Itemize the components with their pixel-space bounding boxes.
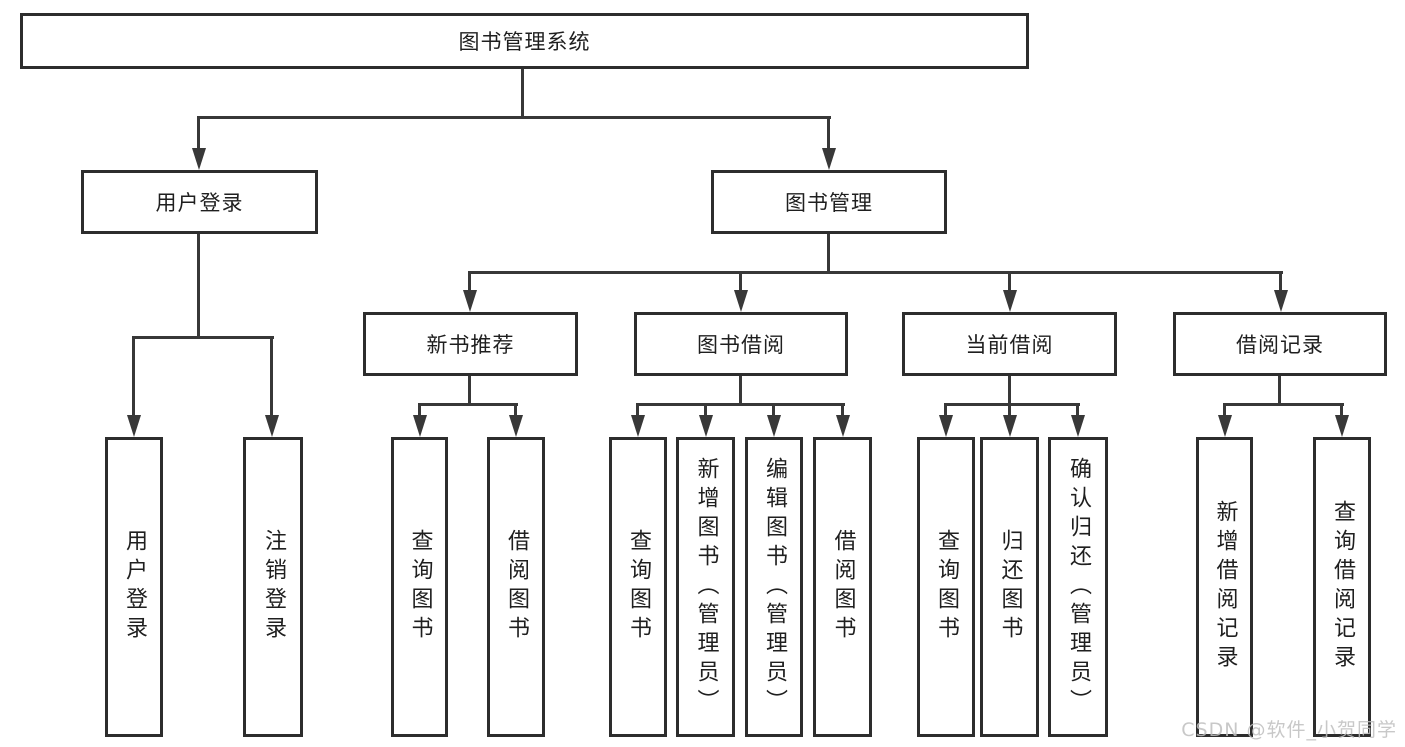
leaf-user-login: 用户登录 — [105, 437, 163, 737]
connector-line — [197, 116, 200, 149]
arrow-down-icon — [767, 415, 781, 437]
arrow-down-icon — [1218, 415, 1232, 437]
node-borrowing-records: 借阅记录 — [1173, 312, 1387, 376]
connector-line — [704, 403, 707, 417]
connector-line — [1076, 403, 1079, 417]
arrow-down-icon — [127, 415, 141, 437]
leaf-query-books-recommend: 查询图书 — [391, 437, 448, 737]
connector-line — [270, 336, 273, 417]
connector-line — [636, 403, 845, 406]
connector-line — [521, 69, 524, 117]
node-book-borrowing: 图书借阅 — [634, 312, 848, 376]
node-new-book-recommendation: 新书推荐 — [363, 312, 578, 376]
connector-line — [739, 376, 742, 405]
arrow-down-icon — [1003, 290, 1017, 312]
connector-line — [197, 234, 200, 338]
arrow-down-icon — [1335, 415, 1349, 437]
connector-line — [418, 403, 421, 417]
arrow-down-icon — [265, 415, 279, 437]
connector-line — [1279, 271, 1282, 292]
arrow-down-icon — [699, 415, 713, 437]
arrow-down-icon — [939, 415, 953, 437]
arrow-down-icon — [836, 415, 850, 437]
connector-line — [827, 234, 830, 273]
node-library-management-system: 图书管理系统 — [20, 13, 1029, 69]
leaf-query-books-borrowing: 查询图书 — [609, 437, 667, 737]
connector-line — [197, 116, 831, 119]
connector-line — [944, 403, 947, 417]
arrow-down-icon — [734, 290, 748, 312]
node-current-borrowing: 当前借阅 — [902, 312, 1117, 376]
arrow-down-icon — [463, 290, 477, 312]
leaf-logout: 注销登录 — [243, 437, 303, 737]
arrow-down-icon — [822, 148, 836, 170]
connector-line — [739, 271, 742, 292]
connector-line — [468, 271, 1283, 274]
arrow-down-icon — [1071, 415, 1085, 437]
connector-line — [1008, 376, 1011, 405]
arrow-down-icon — [1274, 290, 1288, 312]
connector-line — [132, 336, 274, 339]
connector-line — [636, 403, 639, 417]
connector-line — [418, 403, 518, 406]
arrow-down-icon — [509, 415, 523, 437]
connector-line — [132, 336, 135, 417]
connector-line — [468, 376, 471, 405]
connector-line — [514, 403, 517, 417]
connector-line — [1223, 403, 1226, 417]
node-user-login: 用户登录 — [81, 170, 318, 234]
connector-line — [1340, 403, 1343, 417]
node-book-management: 图书管理 — [711, 170, 947, 234]
connector-line — [1008, 403, 1011, 417]
csdn-watermark: CSDN @软件_小贺同学 — [1181, 719, 1397, 741]
leaf-add-books-admin: 新增图书（管理员） — [676, 437, 735, 737]
connector-line — [772, 403, 775, 417]
leaf-borrow-books-recommend: 借阅图书 — [487, 437, 545, 737]
leaf-confirm-return-admin: 确认归还（管理员） — [1048, 437, 1108, 737]
leaf-query-borrow-record: 查询借阅记录 — [1313, 437, 1371, 737]
connector-line — [841, 403, 844, 417]
arrow-down-icon — [192, 148, 206, 170]
connector-line — [468, 271, 471, 292]
leaf-add-borrow-record: 新增借阅记录 — [1196, 437, 1253, 737]
leaf-return-books: 归还图书 — [980, 437, 1039, 737]
connector-line — [1278, 376, 1281, 405]
arrow-down-icon — [631, 415, 645, 437]
leaf-edit-books-admin: 编辑图书（管理员） — [745, 437, 803, 737]
leaf-query-books-current: 查询图书 — [917, 437, 975, 737]
leaf-borrow-books-borrowing: 借阅图书 — [813, 437, 872, 737]
connector-line — [944, 403, 1080, 406]
arrow-down-icon — [1003, 415, 1017, 437]
connector-line — [1223, 403, 1344, 406]
connector-line — [827, 116, 830, 149]
connector-line — [1008, 271, 1011, 292]
arrow-down-icon — [413, 415, 427, 437]
